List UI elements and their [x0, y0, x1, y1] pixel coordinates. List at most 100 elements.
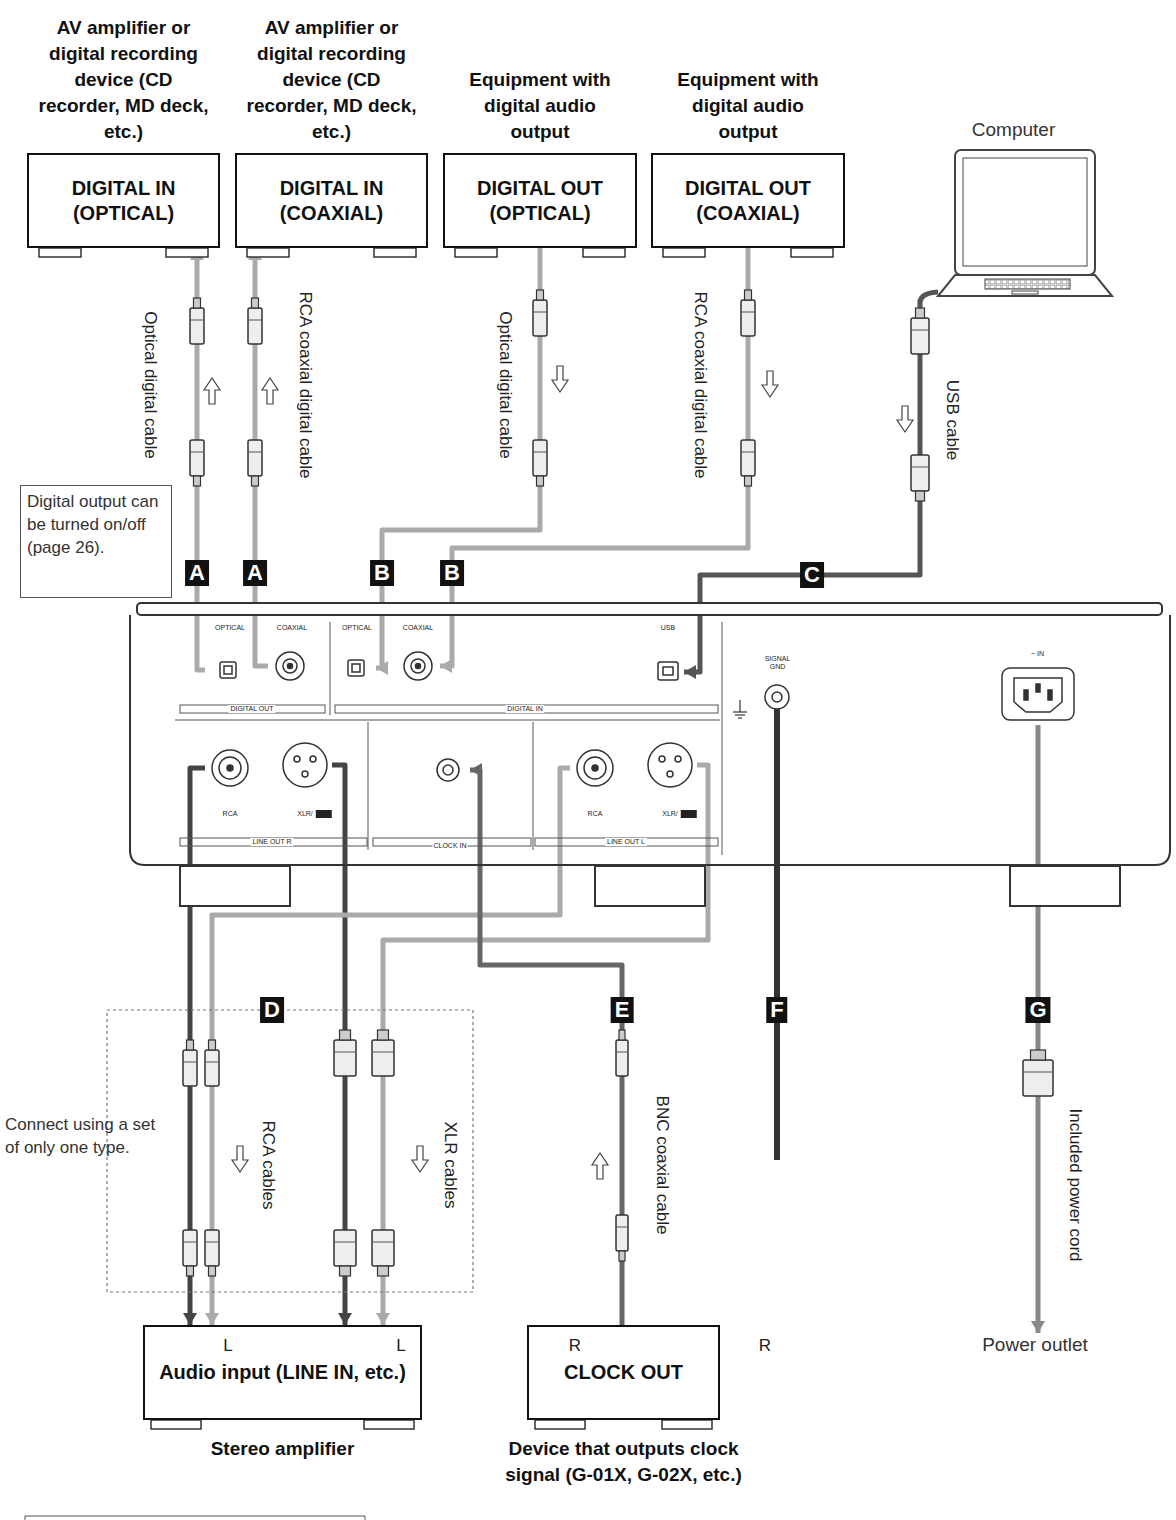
cable-plugs-g-line [741, 452, 755, 453]
chassis-g-rect [335, 705, 718, 713]
panel-jacks-circle [283, 659, 297, 673]
device-box: Equipment with digital audio outputDIGIT… [651, 153, 845, 248]
clock-device-box: CLOCK OUTDevice that outputs clock signa… [527, 1325, 720, 1420]
cable-plugs-g-rect [741, 440, 755, 476]
cable-plugs-g [533, 440, 547, 486]
cable-plugs-g [190, 440, 204, 486]
callout-letter: E [611, 997, 634, 1023]
cable-plugs-polygon [592, 1153, 608, 1179]
panel-jacks-circle [411, 659, 425, 673]
panel-jacks-path [1014, 678, 1062, 712]
cable-plugs-g [334, 1230, 356, 1276]
cable-plugs-g-rect [537, 476, 544, 486]
cable-plugs-g [533, 290, 547, 336]
cable-plugs-g-rect [745, 476, 752, 486]
callout-letter: D [260, 997, 284, 1023]
ground-symbol [733, 700, 747, 718]
cable-plugs-g [183, 1230, 197, 1276]
port: OPTICAL [338, 624, 376, 690]
panel-jacks-circle [772, 692, 782, 702]
node-label: Digital output can be turned on/off (pag… [27, 490, 165, 559]
cable-plugs-polygon [204, 378, 220, 404]
panel-label: DIGITAL OUT [228, 705, 275, 713]
panel-jacks-circle [659, 756, 665, 762]
cable-plugs-g-rect [183, 1230, 197, 1266]
panel-label: XLR/ [296, 810, 314, 818]
panel-jacks-circle [212, 750, 248, 786]
cable-plugs-g-line [372, 1242, 394, 1243]
cable-name: Included power cord [1064, 1075, 1086, 1295]
cable-plugs-g-rect [533, 300, 547, 336]
port: COAXIAL [268, 624, 316, 684]
ground-symbol-line [738, 717, 742, 718]
ground-wire [774, 709, 780, 1160]
panel-label: OPTICAL [341, 624, 373, 632]
cable-plugs-g [616, 1215, 628, 1261]
cable-plugs-g-rect [616, 1040, 628, 1076]
cable-plugs-g-line [205, 1242, 219, 1243]
cable-plugs-g-rect [190, 308, 204, 344]
cable-plugs-g [372, 1030, 394, 1076]
cable-plugs-g [911, 455, 929, 501]
cable-plugs-g-line [533, 312, 547, 313]
port-title: DIGITAL OUT (OPTICAL) [455, 176, 625, 226]
label-badges-rect [681, 810, 697, 818]
panel-jacks-circle [294, 756, 300, 762]
panel-label: COAXIAL [276, 624, 308, 632]
cable-plugs-g [741, 440, 755, 486]
panel-jacks-circle [276, 652, 304, 680]
callout-letter: A [243, 560, 267, 586]
chassis-g-line [533, 722, 534, 850]
cable-plugs-g-rect [248, 440, 262, 476]
cable-plugs-g-rect [334, 1040, 356, 1076]
device-feet-rect [455, 248, 497, 257]
channel-mark: L [396, 1336, 405, 1356]
cable-plugs-g [372, 1230, 394, 1276]
cable-plugs-g-rect [619, 1030, 625, 1040]
arrow-head [1031, 1321, 1045, 1333]
panel-jacks-circle [283, 743, 327, 787]
cable-connector [470, 763, 622, 1325]
cable-plugs-g-rect [209, 1266, 216, 1276]
panel-jacks-rect [1048, 690, 1052, 700]
cable-plugs-g-rect [252, 298, 259, 308]
panel-label: ~ IN [1030, 650, 1045, 658]
channel-mark: L [223, 1336, 232, 1356]
device-feet-rect [374, 248, 416, 257]
cable-plugs-g [1023, 1050, 1053, 1096]
note-box: Digital output can be turned on/off (pag… [20, 485, 172, 598]
cable-plugs-g-line [205, 1062, 219, 1063]
cable-plugs-g-line [190, 452, 204, 453]
cut-box [25, 1516, 365, 1520]
arrow-head [205, 1313, 219, 1325]
cable-plugs-g-rect [619, 1251, 625, 1261]
cable-plugs-g-rect [745, 290, 752, 300]
panel-jacks-circle [765, 685, 789, 709]
panel-jacks-circle [443, 765, 453, 775]
cable-plugs-g-line [741, 312, 755, 313]
chassis-g-rect [180, 838, 367, 846]
panel-jacks-circle [592, 765, 598, 771]
port: XLR/ [278, 740, 332, 818]
port: USB [652, 624, 684, 690]
panel-label: LINE OUT R [250, 838, 293, 846]
cable-name: XLR cables [439, 1090, 461, 1240]
panel-label: LINE OUT L [605, 838, 647, 846]
note-text: Connect using a set of only one type. [5, 1113, 165, 1159]
panel-jacks-rect [1002, 668, 1074, 720]
port: CLOCK IN [430, 755, 470, 850]
cable-plugs-g [248, 440, 262, 486]
cable-name: RCA coaxial digital cable [689, 290, 711, 480]
label-badges [316, 810, 697, 818]
cable-plugs-g-line [533, 452, 547, 453]
device-feet-rect [166, 248, 208, 257]
panel-label: XLR/ [661, 810, 679, 818]
cable-plugs-g-rect [1023, 1060, 1053, 1096]
cable-name: Optical digital cable [139, 310, 161, 460]
cable-plugs-g-line [334, 1242, 356, 1243]
cable-plugs-g-rect [187, 1266, 194, 1276]
cable-plugs-g-rect [194, 476, 201, 486]
panel-jacks-circle [437, 759, 459, 781]
panel-label: DIGITAL IN [505, 705, 544, 713]
